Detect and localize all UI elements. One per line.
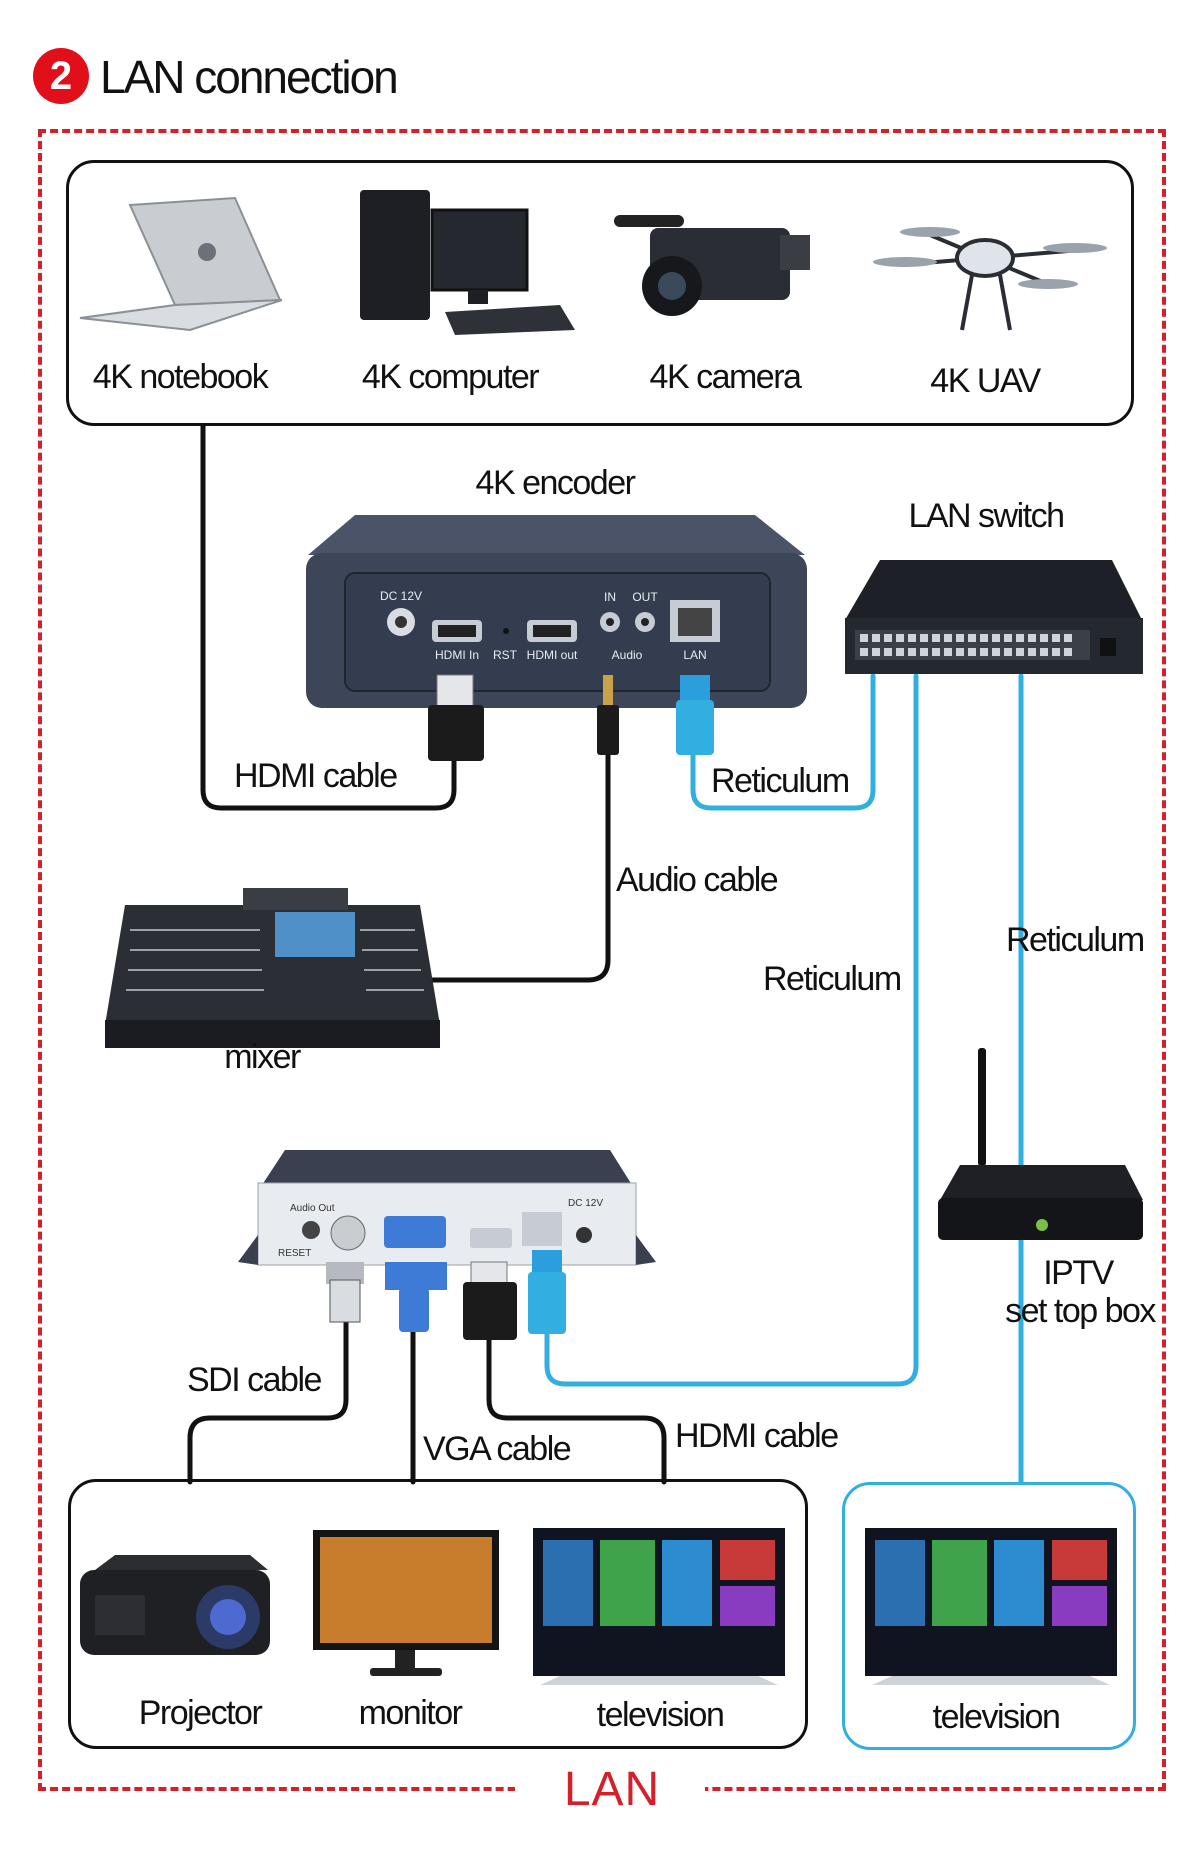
lan-label-background <box>515 1765 705 1825</box>
reticulum-top <box>690 673 876 811</box>
audio-cable <box>425 749 611 983</box>
label-reticulum-mid: Reticulum <box>763 960 902 998</box>
label-television-iptv: television <box>932 1698 1061 1736</box>
hdmi-cable-bottom <box>486 1335 667 1485</box>
encoder-port-hdmi-out: HDMI out <box>526 648 578 662</box>
label-iptv-line2: set top box <box>1005 1292 1156 1330</box>
step-number-badge: 2 <box>33 48 89 104</box>
reticulum-mid <box>544 673 919 1387</box>
iptv-box-device <box>938 1048 1143 1240</box>
label-monitor: monitor <box>358 1694 463 1732</box>
label-4k-uav: 4K UAV <box>930 362 1041 400</box>
computer-icon <box>360 190 575 335</box>
rj45-plug-encoder <box>676 675 714 755</box>
hdmi-plug-top <box>428 674 484 761</box>
label-reticulum-right: Reticulum <box>1006 921 1145 959</box>
label-4k-encoder: 4K encoder <box>475 464 636 502</box>
label-vga-cable: VGA cable <box>423 1430 572 1468</box>
hdmi-plug-bottom <box>463 1261 517 1340</box>
sdi-connector <box>326 1262 364 1323</box>
hdmi-cable-top <box>200 423 457 811</box>
label-4k-computer: 4K computer <box>361 358 540 396</box>
decoder-port-dc: DC 12V <box>568 1198 604 1209</box>
television-iptv-icon <box>865 1528 1117 1685</box>
vga-connector <box>385 1262 447 1332</box>
label-4k-camera: 4K camera <box>649 358 802 396</box>
camera-icon <box>614 215 810 316</box>
encoder-port-audio: Audio <box>611 648 643 662</box>
label-hdmi-cable-top: HDMI cable <box>234 757 398 795</box>
label-hdmi-cable-bottom: HDMI cable <box>675 1417 839 1455</box>
audio-plug <box>597 675 619 755</box>
sdi-cable <box>187 1317 349 1485</box>
label-reticulum-top: Reticulum <box>711 762 850 800</box>
label-mixer: mixer <box>224 1038 301 1076</box>
notebook-icon <box>79 196 283 332</box>
label-audio-cable: Audio cable <box>616 861 779 899</box>
encoder-port-rst: RST <box>493 648 517 662</box>
outputs-box <box>68 1479 808 1749</box>
rj45-plug-decoder <box>528 1250 566 1334</box>
uav-icon <box>873 227 1107 331</box>
encoder-port-lan: LAN <box>683 648 707 662</box>
encoder-device <box>306 515 807 708</box>
iptv-output-box <box>842 1482 1136 1750</box>
projector-icon <box>80 1555 270 1655</box>
label-projector: Projector <box>138 1694 263 1732</box>
label-lan-switch: LAN switch <box>908 497 1065 535</box>
encoder-port-hdmi-in: HDMI In <box>434 648 480 662</box>
label-television: television <box>596 1696 725 1734</box>
decoder-port-reset: RESET <box>278 1248 312 1259</box>
encoder-port-audio-out: OUT <box>632 590 658 604</box>
label-4k-notebook: 4K notebook <box>92 358 269 396</box>
television-icon <box>533 1528 785 1685</box>
lan-switch-device <box>845 560 1143 674</box>
encoder-port-dc: DC 12V <box>380 589 423 603</box>
sources-box <box>66 160 1134 426</box>
monitor-icon <box>313 1530 499 1676</box>
decoder-device <box>238 1150 656 1266</box>
mixer-device <box>105 888 440 1048</box>
page-title: LAN connection <box>100 51 399 103</box>
encoder-port-audio-in: IN <box>604 590 616 604</box>
label-sdi-cable: SDI cable <box>187 1361 322 1399</box>
decoder-port-audio-out: Audio Out <box>290 1203 335 1214</box>
lan-label: LAN <box>563 1763 661 1816</box>
label-iptv-line1: IPTV <box>1043 1254 1114 1292</box>
